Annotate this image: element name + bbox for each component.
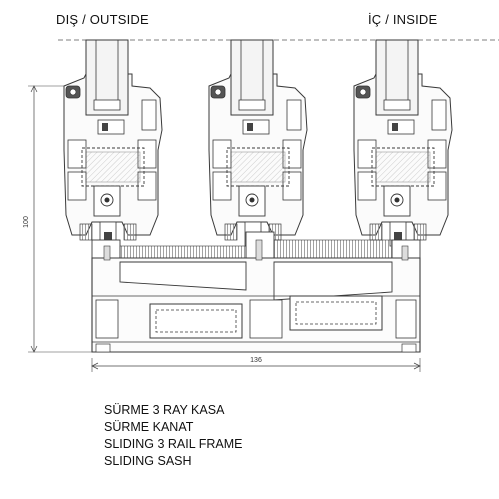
sash-right — [353, 39, 453, 247]
height-dimension: 100 — [23, 85, 92, 353]
sash-left — [63, 39, 163, 247]
width-dimension-label: 136 — [250, 357, 262, 364]
three-rail-frame — [91, 231, 421, 353]
legend-item: SLIDING 3 RAIL FRAME — [104, 437, 243, 451]
legend: SÜRME 3 RAY KASA SÜRME KANAT SLIDING 3 R… — [104, 402, 242, 470]
height-dimension-label: 100 — [23, 216, 30, 228]
legend-item: SLIDING SASH — [104, 454, 192, 468]
legend-item: SÜRME 3 RAY KASA — [104, 403, 225, 417]
outside-label: DIŞ / OUTSIDE — [56, 12, 149, 27]
inside-label: İÇ / INSIDE — [368, 12, 438, 27]
legend-item: SÜRME KANAT — [104, 420, 194, 434]
sash-middle — [208, 39, 308, 247]
width-dimension: 136 — [91, 357, 421, 372]
